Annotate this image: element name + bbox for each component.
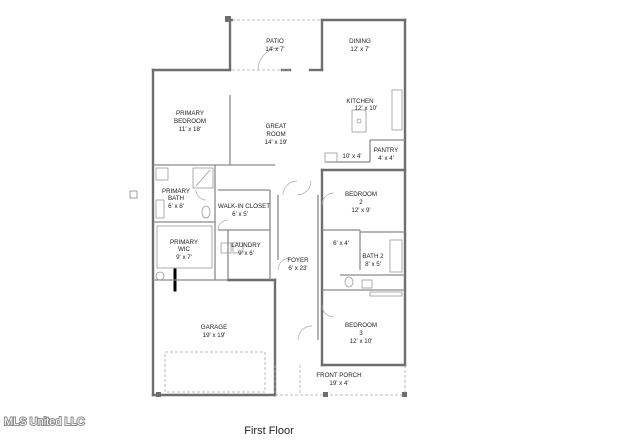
bath-2-size: 8' x 5' — [365, 261, 381, 268]
dining-size: 12' x 7' — [350, 46, 369, 53]
walk-in-closet-name: WALK-IN CLOSET — [218, 203, 270, 210]
room-labels: PATIO 14' x 7' DINING 12' x 7' KITCHEN 1… — [162, 38, 398, 387]
laundry-name: LAUNDRY — [231, 242, 260, 249]
plan-title: First Floor — [244, 425, 294, 437]
front-porch-size: 19' x 4' — [329, 380, 348, 387]
great-room-size: 14' x 19' — [265, 139, 288, 146]
nook-size: 10' x 4' — [342, 153, 361, 160]
great-room-name-1: GREAT — [266, 123, 287, 130]
garage-size: 19' x 19' — [203, 332, 226, 339]
pantry-name: PANTRY — [374, 147, 399, 154]
bath-2-name: BATH 2 — [362, 253, 384, 260]
primary-bath-size: 6' x 8' — [168, 203, 184, 210]
bedroom-2-size: 12' x 9' — [351, 207, 370, 214]
great-room-name-2: ROOM — [266, 131, 285, 138]
bedroom-3-name-2: 3 — [359, 330, 363, 337]
dining-name: DINING — [349, 38, 371, 45]
garage-name: GARAGE — [201, 324, 227, 331]
watermark-text: MLS United LLC — [4, 416, 85, 428]
bedroom-3-name-1: BEDROOM — [345, 322, 377, 329]
primary-bedroom-name-2: BEDROOM — [174, 118, 206, 125]
fixtures — [155, 89, 403, 297]
posts — [129, 16, 407, 397]
bedroom-3-size: 12' x 10' — [350, 338, 373, 345]
bedroom-2-name-2: 2 — [359, 199, 363, 206]
foyer-name: FOYER — [287, 257, 309, 264]
primary-wic-name-1: PRIMARY — [170, 239, 198, 246]
kitchen-size: 12' x 10' — [355, 105, 378, 112]
primary-wic-size: 9' x 7' — [176, 254, 192, 261]
laundry-size: 9' x 6' — [238, 250, 254, 257]
bedroom-2-name-1: BEDROOM — [345, 191, 377, 198]
dashed-outlines — [164, 19, 406, 396]
primary-wic-name-2: WIC — [178, 246, 191, 253]
pantry-size: 4' x 4' — [378, 155, 394, 162]
linen-size: 6' x 4' — [333, 240, 349, 247]
foyer-size: 6' x 23' — [288, 265, 307, 272]
primary-bedroom-name-1: PRIMARY — [176, 110, 204, 117]
primary-bedroom-size: 11' x 18' — [179, 126, 201, 133]
patio-size: 14' x 7' — [265, 46, 284, 53]
watermark: MLS United LLC — [3, 415, 86, 429]
door-swings — [195, 47, 335, 341]
primary-bath-name-1: PRIMARY — [162, 188, 190, 195]
primary-bath-name-2: BATH — [168, 195, 184, 202]
patio-name: PATIO — [266, 38, 284, 45]
front-porch-name: FRONT PORCH — [316, 372, 361, 379]
walk-in-closet-size: 6' x 5' — [232, 211, 248, 218]
kitchen-name: KITCHEN — [346, 98, 373, 105]
